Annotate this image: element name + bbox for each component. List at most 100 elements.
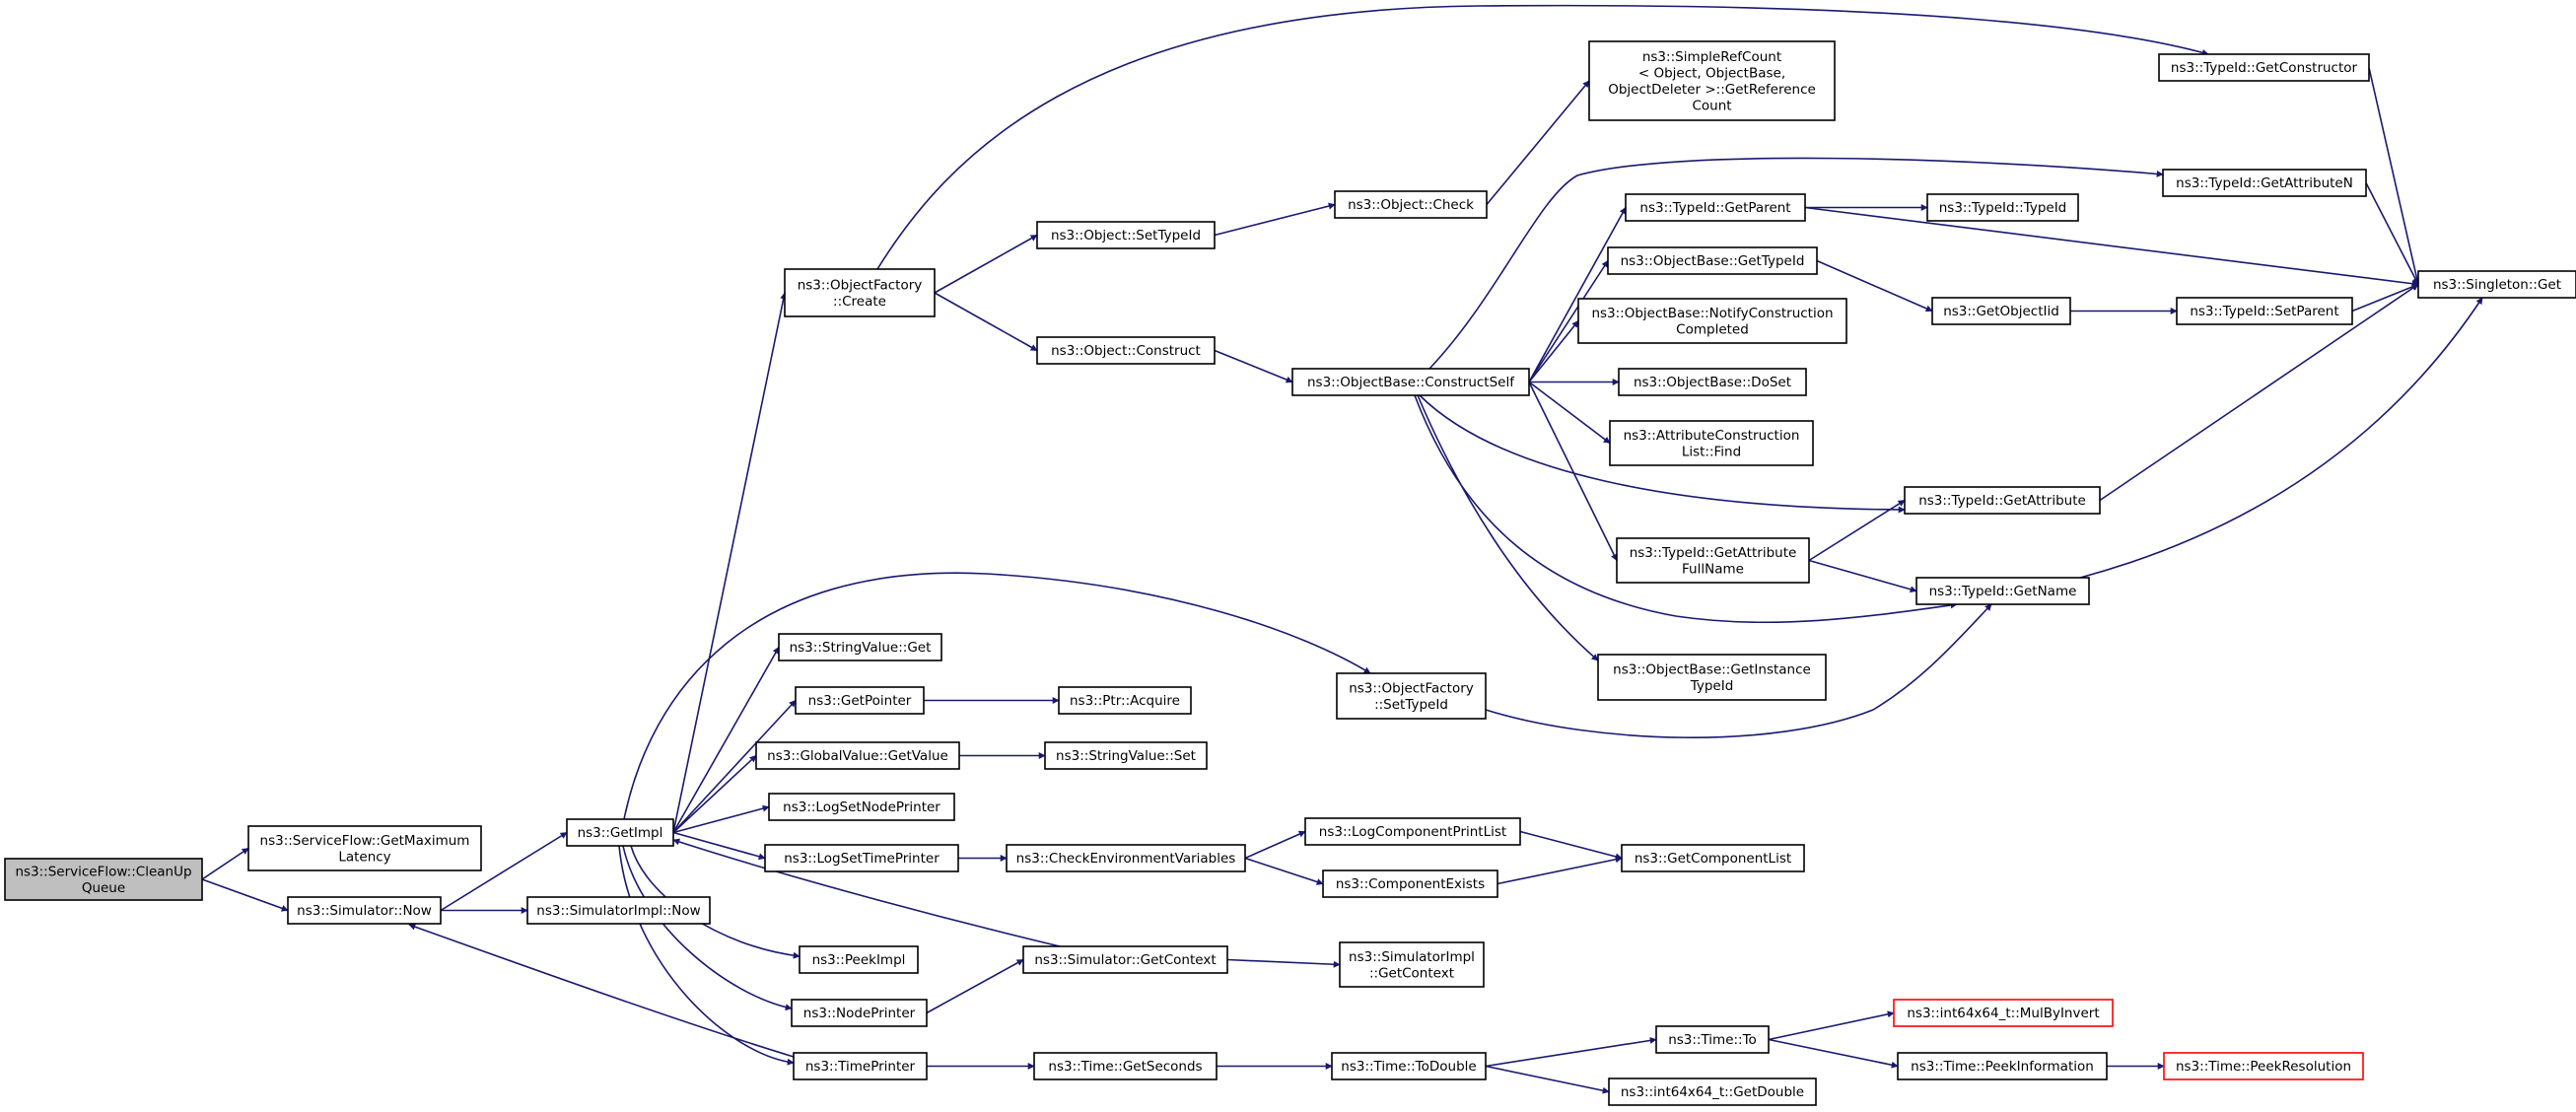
node-label: ns3::ObjectFactory: [1349, 680, 1474, 696]
graph-node-gvgetvalue[interactable]: ns3::GlobalValue::GetValue: [755, 741, 960, 770]
graph-node-obconstructself[interactable]: ns3::ObjectBase::ConstructSelf: [1291, 368, 1530, 396]
graph-node-objcheck[interactable]: ns3::Object::Check: [1334, 190, 1488, 219]
edge-tidgetctor-to-singletonget: [2368, 67, 2421, 286]
graph-node-simplerefcount[interactable]: ns3::SimpleRefCount< Object, ObjectBase,…: [1588, 40, 1836, 121]
edge-getimpl-to-gvgetvalue: [672, 754, 757, 834]
node-label: ns3::Time::PeekResolution: [2176, 1059, 2351, 1075]
node-label: ns3::GetImpl: [578, 825, 663, 841]
graph-node-simnow[interactable]: ns3::Simulator::Now: [287, 896, 442, 925]
graph-node-tidgetname[interactable]: ns3::TypeId::GetName: [1915, 577, 2090, 605]
node-box: [1608, 1077, 1817, 1106]
node-box: [1607, 246, 1818, 275]
node-box: [1931, 297, 2071, 325]
node-box: [1291, 368, 1530, 396]
graph-node-logsettime[interactable]: ns3::LogSetTimePrinter: [764, 844, 959, 872]
node-label: ns3::Object::Check: [1348, 197, 1474, 213]
node-label: ns3::SimulatorImpl::Now: [536, 903, 700, 919]
graph-node-tidsetparent[interactable]: ns3::TypeId::SetParent: [2176, 297, 2353, 325]
graph-node-timeprinter[interactable]: ns3::TimePrinter: [793, 1052, 928, 1080]
graph-node-obnotify[interactable]: ns3::ObjectBase::NotifyConstructionCompl…: [1577, 298, 1847, 344]
graph-node-simgetctx[interactable]: ns3::Simulator::GetContext: [1022, 945, 1228, 974]
graph-node-timeto[interactable]: ns3::Time::To: [1655, 1025, 1770, 1054]
node-box: [1655, 1025, 1770, 1054]
graph-node-timetodouble[interactable]: ns3::Time::ToDouble: [1331, 1052, 1487, 1080]
node-box: [247, 825, 482, 871]
node-label: Latency: [338, 849, 390, 865]
node-box: [791, 999, 928, 1027]
graph-node-compexists[interactable]: ns3::ComponentExists: [1322, 869, 1498, 898]
graph-node-singletonget[interactable]: ns3::Singleton::Get: [2417, 270, 2576, 299]
node-box: [1915, 577, 2090, 605]
node-label: ns3::GetPointer: [808, 693, 912, 709]
graph-node-objfcreate[interactable]: ns3::ObjectFactory::Create: [784, 268, 936, 317]
edge-timeto-to-timepeekinfo: [1768, 1038, 1899, 1069]
graph-node-tidgetattribute[interactable]: ns3::TypeId::GetAttribute: [1904, 486, 2101, 515]
graph-node-stringvalget[interactable]: ns3::StringValue::Get: [778, 633, 942, 661]
graph-node-obdoset[interactable]: ns3::ObjectBase::DoSet: [1618, 368, 1807, 396]
graph-node-timepeekres[interactable]: ns3::Time::PeekResolution: [2163, 1052, 2364, 1080]
graph-node-obgettypeid[interactable]: ns3::ObjectBase::GetTypeId: [1607, 246, 1818, 275]
graph-node-getobjectiid[interactable]: ns3::GetObjectIid: [1931, 297, 2071, 325]
graph-node-logsetnode[interactable]: ns3::LogSetNodePrinter: [768, 793, 955, 821]
node-label: List::Find: [1682, 444, 1741, 459]
node-label: ns3::ObjectBase::NotifyConstruction: [1591, 306, 1833, 321]
graph-node-tidtypeid[interactable]: ns3::TypeId::TypeId: [1926, 193, 2079, 222]
graph-node-nodeprinter[interactable]: ns3::NodePrinter: [791, 999, 928, 1027]
node-label: ns3::ServiceFlow::GetMaximum: [260, 833, 470, 849]
graph-node-strvalset[interactable]: ns3::StringValue::Set: [1044, 741, 1208, 770]
node-box: [1609, 420, 1814, 466]
edge-tidgetattrn-to-singletonget: [2365, 182, 2419, 286]
graph-node-simimplnow[interactable]: ns3::SimulatorImpl::Now: [526, 896, 711, 925]
graph-node-getimpl[interactable]: ns3::GetImpl: [566, 818, 674, 847]
graph-node-int64mulbyinvert[interactable]: ns3::int64x64_t::MulByInvert: [1893, 999, 2114, 1027]
node-label: ns3::ObjectBase::ConstructSelf: [1307, 375, 1515, 390]
node-box: [1022, 945, 1228, 974]
edge-obconstructself-to-tidgetattrn: [1428, 157, 2164, 370]
edge-cleanup-to-simnow: [201, 878, 289, 912]
node-box: [1897, 1052, 2108, 1080]
node-label: ns3::ObjectBase::GetTypeId: [1621, 253, 1805, 269]
node-box: [1625, 193, 1806, 222]
graph-node-getcomplist[interactable]: ns3::GetComponentList: [1621, 844, 1805, 872]
node-box: [1616, 537, 1810, 584]
node-label: ns3::LogComponentPrintList: [1319, 824, 1506, 840]
graph-node-peekimpl[interactable]: ns3::PeekImpl: [799, 945, 919, 974]
node-label: ns3::TypeId::GetConstructor: [2171, 60, 2358, 76]
graph-node-simimplgetctx[interactable]: ns3::SimulatorImpl::GetContext: [1339, 941, 1485, 988]
node-label: ns3::LogSetNodePrinter: [783, 799, 940, 815]
graph-node-timegetsec[interactable]: ns3::Time::GetSeconds: [1033, 1052, 1218, 1080]
edge-checkenv-to-compexists: [1244, 857, 1324, 885]
graph-node-logcompprint[interactable]: ns3::LogComponentPrintList: [1304, 817, 1521, 846]
edge-obconstructself-to-tidgetattrfull: [1528, 382, 1618, 562]
node-label: ns3::Object::Construct: [1051, 343, 1201, 359]
graph-node-objconstruct[interactable]: ns3::Object::Construct: [1036, 336, 1216, 365]
node-label: ns3::Time::To: [1668, 1032, 1757, 1048]
graph-node-ptracquire[interactable]: ns3::Ptr::Acquire: [1058, 686, 1192, 715]
node-label: ns3::Time::ToDouble: [1341, 1059, 1476, 1075]
node-box: [1036, 336, 1216, 365]
graph-node-timepeekinfo[interactable]: ns3::Time::PeekInformation: [1897, 1052, 2108, 1080]
node-label: ns3::ServiceFlow::CleanUp: [15, 864, 191, 879]
edge-tidgetattribute-to-singletonget: [2099, 283, 2419, 502]
edge-obconstructself-to-tidgetname: [1414, 394, 1958, 624]
graph-node-tidgetattrn[interactable]: ns3::TypeId::GetAttributeN: [2162, 169, 2367, 197]
node-label: ns3::TypeId::GetAttributeN: [2176, 175, 2353, 191]
graph-node-tidgetparent[interactable]: ns3::TypeId::GetParent: [1625, 193, 1806, 222]
graph-node-objsettypeid[interactable]: ns3::Object::SetTypeId: [1036, 221, 1216, 249]
node-box: [2417, 270, 2576, 299]
graph-node-int64getdouble[interactable]: ns3::int64x64_t::GetDouble: [1608, 1077, 1817, 1106]
node-label: ns3::LogSetTimePrinter: [784, 851, 940, 867]
edge-tidgetattrfull-to-tidgetattribute: [1808, 499, 1906, 562]
graph-node-objfsettypeid[interactable]: ns3::ObjectFactory::SetTypeId: [1336, 672, 1487, 720]
graph-node-getpointer[interactable]: ns3::GetPointer: [795, 686, 925, 715]
graph-node-tidgetctor[interactable]: ns3::TypeId::GetConstructor: [2158, 53, 2370, 82]
graph-node-checkenv[interactable]: ns3::CheckEnvironmentVariables: [1006, 844, 1246, 872]
node-box: [1618, 368, 1807, 396]
edge-cleanup-to-getmaxlat: [201, 847, 249, 880]
edge-simgetctx-to-simimplgetctx: [1226, 958, 1341, 968]
